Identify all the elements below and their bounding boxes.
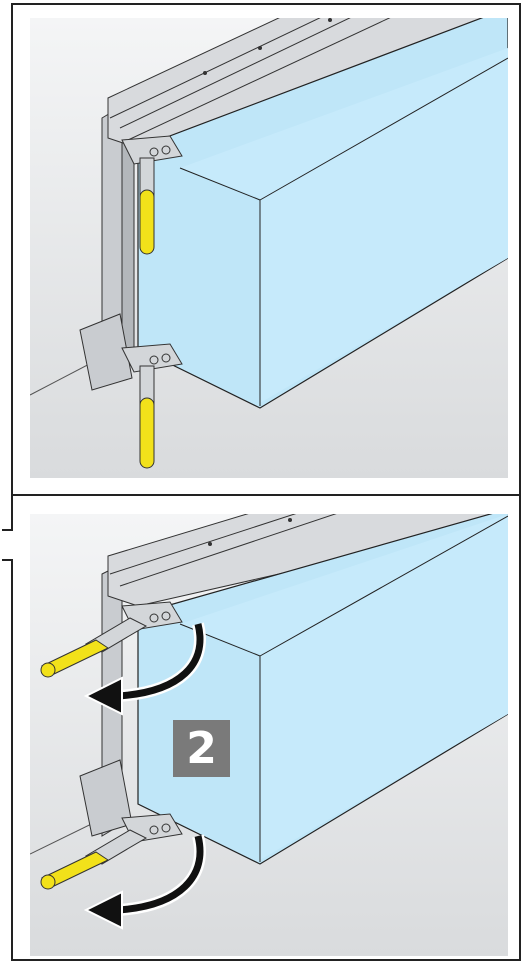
panel-handles-rotated	[30, 514, 508, 956]
top-handle	[139, 157, 155, 255]
bottom-bracket	[79, 313, 133, 391]
bottom-handle	[139, 365, 155, 469]
panel-handles-down	[30, 18, 508, 478]
rotate-arrow-top	[83, 622, 206, 716]
top-hinge	[121, 135, 183, 165]
rotate-arrow-bottom	[83, 834, 206, 930]
bottom-handle-rotated	[40, 829, 148, 890]
top-handle-rotated	[40, 617, 148, 678]
step-number-badge: 2	[173, 720, 230, 777]
bottom-hinge	[121, 343, 183, 373]
